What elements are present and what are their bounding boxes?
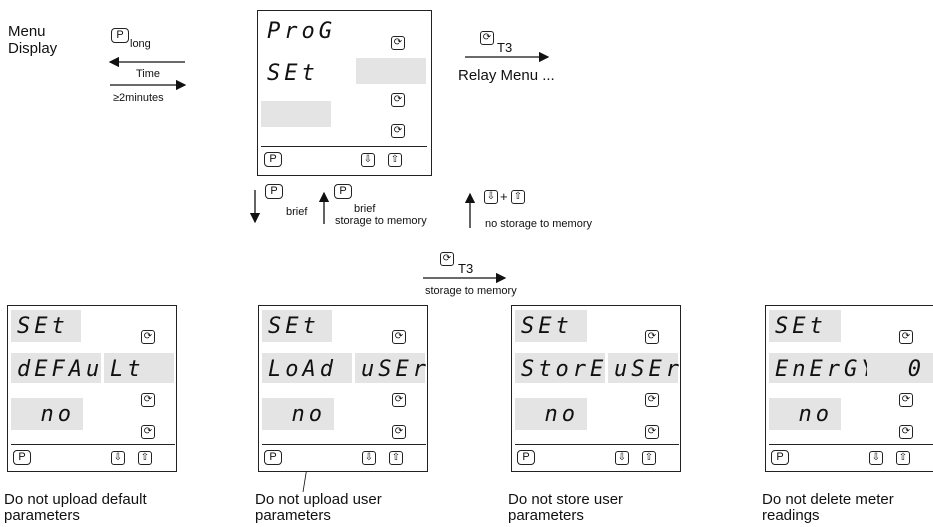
panel-divider bbox=[261, 146, 427, 147]
no-storage-label: no storage to memory bbox=[485, 218, 592, 230]
main-row1-display: ProG bbox=[267, 19, 336, 44]
up-arrow-key-icon: ⇧ bbox=[389, 451, 403, 465]
cycle-key-icon: ⟳ bbox=[391, 93, 405, 107]
down-arrow-key-icon: ⇩ bbox=[111, 451, 125, 465]
up-arrow-key-icon: ⇧ bbox=[511, 190, 525, 204]
setting-panel-3: SEt ⟳ StorE uSEr no ⟳ ⟳ P ⇩ ⇧ bbox=[511, 305, 681, 472]
panel-divider bbox=[11, 444, 175, 445]
cycle-key-icon: ⟳ bbox=[480, 31, 494, 45]
cycle-key-icon: ⟳ bbox=[440, 252, 454, 266]
menu-display-label: Menu Display bbox=[8, 23, 57, 57]
panel-row1-display: SEt bbox=[11, 310, 81, 342]
p-key-long: P bbox=[111, 28, 129, 43]
panel-row1-display: SEt bbox=[515, 310, 587, 342]
relay-menu-label: Relay Menu ... bbox=[458, 67, 555, 84]
t3-label: T3 bbox=[458, 261, 474, 276]
caption-line1: Do not store user bbox=[508, 491, 624, 508]
p-key: P bbox=[264, 450, 282, 465]
cycle-key-icon: ⟳ bbox=[645, 330, 659, 344]
panel-row2b-display: uSEr bbox=[355, 353, 426, 383]
panel-divider bbox=[769, 444, 933, 445]
cycle-key-icon: ⟳ bbox=[141, 425, 155, 439]
main-row2-right-blank bbox=[356, 58, 426, 84]
caption-line2: parameters bbox=[255, 507, 331, 524]
down-arrow-key-icon: ⇩ bbox=[362, 451, 376, 465]
minutes-label: ≥2minutes bbox=[113, 92, 164, 104]
caption-line1: Do not upload default bbox=[4, 491, 147, 508]
p-key: P bbox=[13, 450, 31, 465]
cycle-key-icon: ⟳ bbox=[899, 393, 913, 407]
long-suffix: long bbox=[130, 38, 151, 50]
panel-row2b-display: Lt bbox=[104, 353, 174, 383]
p-key-brief-store: P bbox=[334, 184, 352, 199]
p-key: P bbox=[517, 450, 535, 465]
caption-line1: Do not upload user bbox=[255, 491, 382, 508]
relay-t3-label: T3 bbox=[497, 40, 513, 55]
main-row3-blank bbox=[261, 101, 331, 127]
cycle-key-icon: ⟳ bbox=[392, 425, 406, 439]
cycle-key-icon: ⟳ bbox=[899, 330, 913, 344]
cycle-key-icon: ⟳ bbox=[141, 330, 155, 344]
storage-to-memory-label: storage to memory bbox=[335, 215, 427, 227]
panel-row2a-display: EnErGY bbox=[769, 353, 874, 383]
panel-row3-display: no bbox=[769, 398, 841, 430]
cycle-key-icon: ⟳ bbox=[899, 425, 913, 439]
panel-row2a-display: LoAd bbox=[262, 353, 352, 383]
time-label: Time bbox=[136, 68, 161, 80]
plus-sign: + bbox=[500, 189, 508, 204]
p-key: P bbox=[264, 152, 282, 167]
main-row2-display: SEt bbox=[267, 61, 319, 86]
down-arrow-key-icon: ⇩ bbox=[361, 153, 375, 167]
p-key-brief: P bbox=[265, 184, 283, 199]
panel-row3-display: no bbox=[262, 398, 334, 430]
menu-label-line1: Menu bbox=[8, 23, 46, 40]
up-arrow-key-icon: ⇧ bbox=[896, 451, 910, 465]
cycle-key-icon: ⟳ bbox=[141, 393, 155, 407]
brief-suffix: brief bbox=[286, 206, 308, 218]
caption-line1: Do not delete meter bbox=[762, 491, 894, 508]
caption-line2: readings bbox=[762, 507, 820, 524]
cycle-key-icon: ⟳ bbox=[392, 330, 406, 344]
panel-row2b-display: 0 bbox=[867, 353, 933, 383]
up-arrow-key-icon: ⇧ bbox=[642, 451, 656, 465]
brief-store-suffix: brief bbox=[354, 203, 376, 215]
p-key: P bbox=[771, 450, 789, 465]
down-arrow-key-icon: ⇩ bbox=[615, 451, 629, 465]
down-arrow-key-icon: ⇩ bbox=[869, 451, 883, 465]
panel-row2a-display: dEFAu bbox=[11, 353, 101, 383]
caption-line2: parameters bbox=[508, 507, 584, 524]
panel-row1-display: SEt bbox=[769, 310, 841, 342]
t3-storage-label: storage to memory bbox=[425, 285, 517, 297]
panel-divider bbox=[262, 444, 426, 445]
up-arrow-key-icon: ⇧ bbox=[388, 153, 402, 167]
caption-line2: parameters bbox=[4, 507, 80, 524]
setting-panel-1: SEt ⟳ dEFAu Lt no ⟳ ⟳ P ⇩ ⇧ bbox=[7, 305, 177, 472]
panel-row3-display: no bbox=[11, 398, 83, 430]
panel-row1-display: SEt bbox=[262, 310, 332, 342]
up-arrow-key-icon: ⇧ bbox=[138, 451, 152, 465]
cycle-key-icon: ⟳ bbox=[645, 393, 659, 407]
panel-divider bbox=[515, 444, 679, 445]
panel-row2a-display: StorE bbox=[515, 353, 605, 383]
down-arrow-key-icon: ⇩ bbox=[484, 190, 498, 204]
menu-label-line2: Display bbox=[8, 40, 58, 57]
panel-row3-display: no bbox=[515, 398, 587, 430]
cycle-key-icon: ⟳ bbox=[392, 393, 406, 407]
cycle-key-icon: ⟳ bbox=[391, 124, 405, 138]
panel-row2b-display: uSEr bbox=[608, 353, 679, 383]
setting-panel-4: SEt ⟳ EnErGY 0 no ⟳ ⟳ P ⇩ ⇧ bbox=[765, 305, 933, 472]
cycle-key-icon: ⟳ bbox=[391, 36, 405, 50]
setting-panel-2: SEt ⟳ LoAd uSEr no ⟳ ⟳ P ⇩ ⇧ bbox=[258, 305, 428, 472]
main-display-panel: ProG SEt ⟳ ⟳ ⟳ P ⇩ ⇧ bbox=[257, 10, 432, 176]
cycle-key-icon: ⟳ bbox=[645, 425, 659, 439]
